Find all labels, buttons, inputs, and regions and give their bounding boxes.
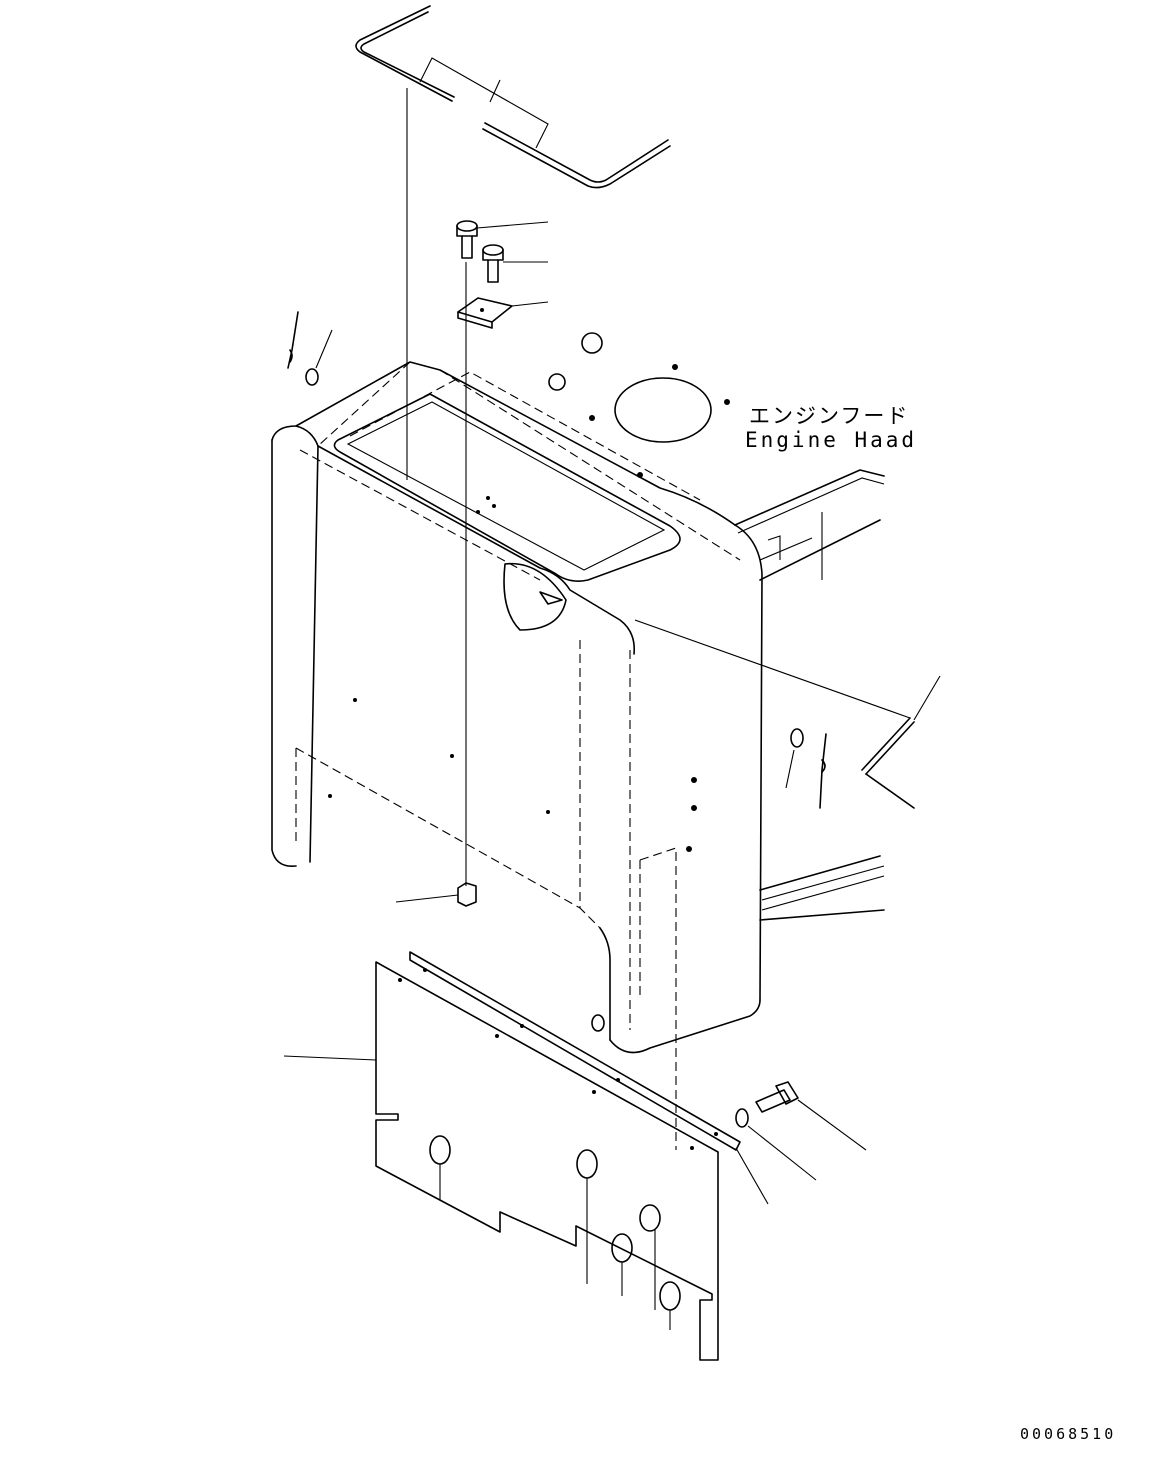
support-rod (634, 619, 941, 809)
part-name-english: Engine Haad (745, 428, 918, 452)
cover-plate (283, 951, 769, 1361)
bolt-side (755, 1081, 867, 1151)
drawing-number: 00068510 (1020, 1425, 1117, 1443)
part-name-japanese: エンジンフード (749, 404, 910, 428)
washer-side (735, 1108, 817, 1181)
nut (395, 882, 477, 907)
bolt-upper (456, 220, 549, 259)
pin-right (819, 733, 827, 809)
engine-hood (271, 332, 763, 1150)
bolt-lower (482, 244, 548, 283)
bracket-plate (457, 297, 549, 329)
frame-right (734, 469, 885, 921)
washer-right (785, 728, 804, 789)
pin-left (287, 311, 299, 369)
washer-left (305, 329, 333, 386)
wire-clip (355, 5, 671, 189)
